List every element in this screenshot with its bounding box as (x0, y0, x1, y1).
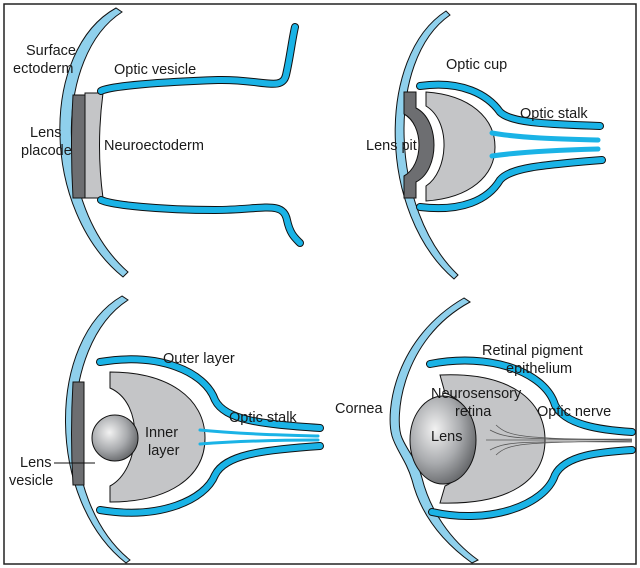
label-lens-vesicle-1: Lens (20, 455, 51, 471)
panel-mature-eye: Retinal pigment epithelium Neurosensory … (335, 297, 636, 564)
lens-pit (403, 91, 435, 199)
label-retinal-pigment-2: epithelium (506, 361, 572, 377)
lens-placode (71, 94, 86, 199)
label-optic-vesicle: Optic vesicle (114, 62, 196, 78)
label-lens-vesicle-2: vesicle (9, 473, 53, 489)
optic-vesicle-wall-fill (98, 24, 298, 94)
optic-cup-inner-layer (425, 91, 496, 202)
label-optic-cup: Optic cup (446, 57, 507, 73)
surface-ectoderm-c (65, 295, 131, 564)
ectoderm-thickening-c (71, 381, 85, 486)
label-optic-stalk-c: Optic stalk (229, 410, 297, 426)
label-lens-placode-1: Lens (30, 125, 61, 141)
label-retinal-pigment-1: Retinal pigment (482, 343, 583, 359)
retinal-pigment-epithelium-fill (427, 357, 635, 435)
figure-border (3, 3, 637, 565)
label-lens-pit: Lens pit (366, 138, 417, 154)
outer-layer-lower-fill (97, 443, 323, 516)
label-surface-ectoderm-1: Surface (26, 43, 76, 59)
label-optic-stalk-b: Optic stalk (520, 106, 588, 122)
lens-vesicle (91, 414, 139, 462)
label-neurosensory-1: Neurosensory (431, 386, 522, 402)
optic-vesicle-wall-lower-fill (98, 197, 303, 246)
optic-cup-outer-layer-lower-fill (417, 157, 605, 212)
retinal-pigment-epithelium-lower-fill (429, 447, 635, 520)
surface-ectoderm-b (394, 10, 459, 280)
optic-stalk-c-inner (198, 428, 320, 446)
label-lens: Lens (431, 429, 462, 445)
lens (409, 395, 477, 485)
optic-nerve (486, 424, 633, 456)
label-neuroectoderm: Neuroectoderm (104, 138, 204, 154)
label-surface-ectoderm-2: ectoderm (13, 61, 73, 77)
label-cornea: Cornea (335, 401, 383, 417)
panel-optic-cup: Optic cup Optic stalk Lens pit (366, 10, 606, 280)
optic-stalk-inner-wall (489, 130, 601, 159)
label-neurosensory-2: retina (455, 404, 492, 420)
panel-optic-vesicle: Surface ectoderm Optic vesicle Lens plac… (13, 7, 304, 278)
optic-cup-outer-layer-fill (417, 81, 603, 129)
label-outer-layer: Outer layer (163, 351, 235, 367)
label-lens-placode-2: placode (21, 143, 72, 159)
surface-ectoderm (59, 7, 129, 278)
label-optic-nerve: Optic nerve (537, 404, 611, 420)
label-inner-layer-2: layer (148, 443, 180, 459)
outer-layer-fill (97, 356, 323, 431)
label-inner-layer-1: Inner (145, 425, 178, 441)
panel-lens-vesicle: Outer layer Optic stalk Inner layer Lens… (9, 295, 324, 564)
